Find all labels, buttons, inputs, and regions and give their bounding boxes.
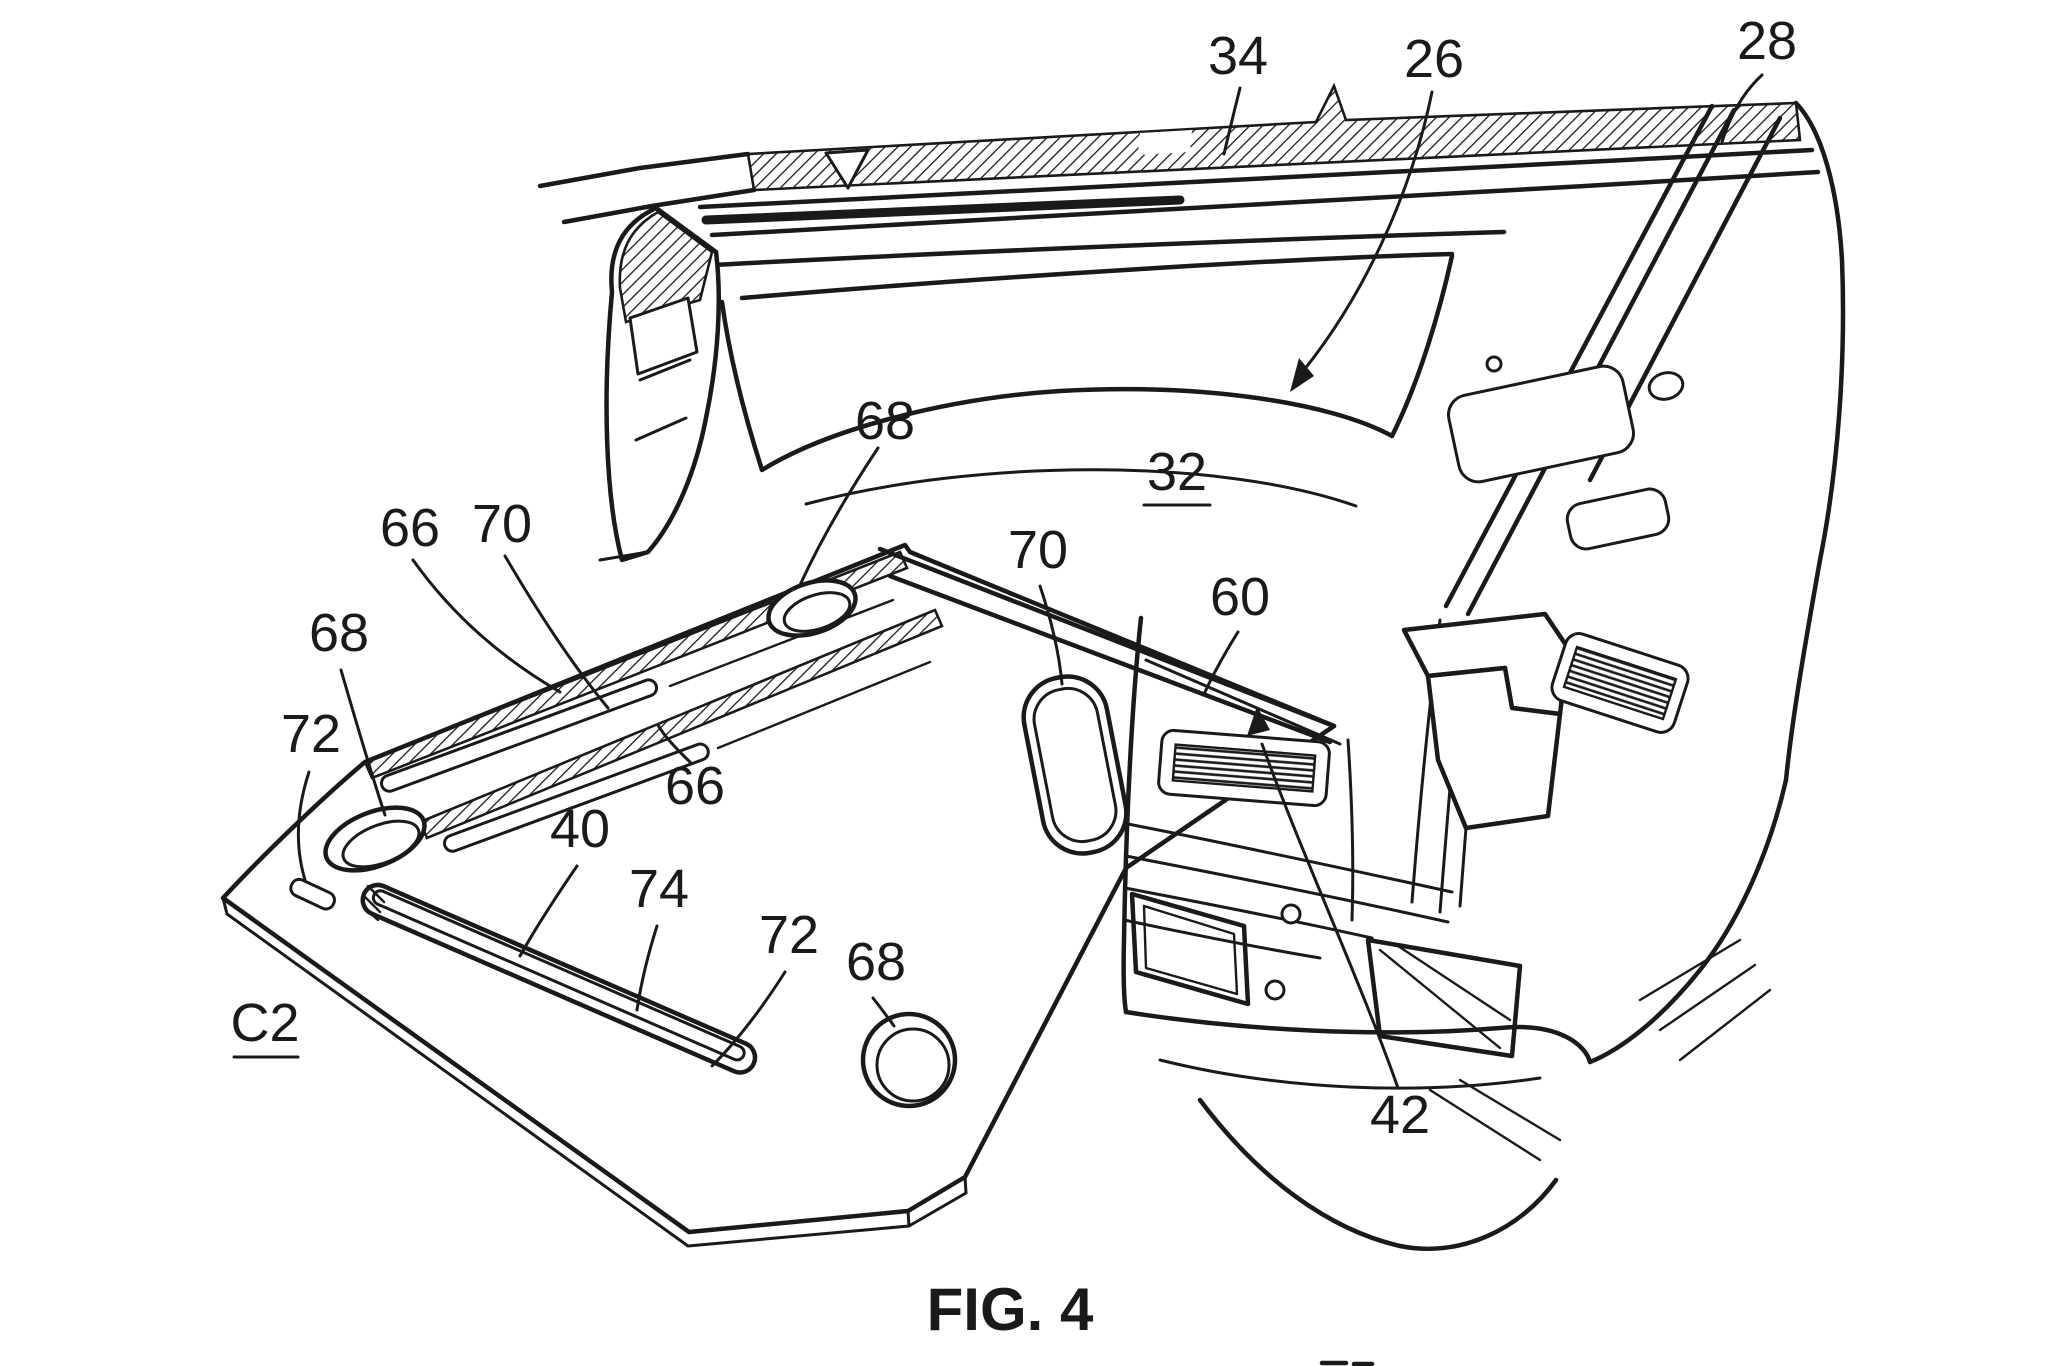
- fender-curve: [1587, 777, 1789, 1065]
- grille-left-edge: [1121, 615, 1144, 1015]
- cowl-left-end-lines: [537, 151, 757, 225]
- bottom-slot-outer: [360, 882, 758, 1075]
- bumper-top: [1123, 1009, 1593, 1065]
- cowl-vent-notch: [824, 148, 870, 190]
- right-headlight-hatch: [1562, 645, 1678, 721]
- ref-label-68-left: 68: [309, 603, 369, 663]
- leader-68-left: [339, 668, 387, 817]
- arrowhead-42: [1247, 706, 1270, 736]
- bottom-slot-inner: [371, 889, 746, 1062]
- right-bumper-pocket: [1365, 937, 1523, 1059]
- side-mirror-lower: [1425, 665, 1563, 831]
- corner-notch: [289, 877, 336, 911]
- cowl-dark-strip: [701, 195, 1185, 225]
- cowl-vent-hatch-band: [746, 82, 1802, 192]
- leader-72-bottom: [710, 970, 787, 1068]
- leader-72-left: [296, 770, 311, 882]
- leader-66-upper: [411, 558, 562, 694]
- slide-channel-lower: [716, 660, 932, 750]
- leader-70-handle: [1038, 584, 1064, 686]
- ref-label-74: 74: [629, 859, 689, 919]
- cup-hole-left-inner: [341, 819, 421, 869]
- ref-label-32: 32: [1147, 442, 1207, 502]
- handle-cutout-inner: [1032, 686, 1118, 844]
- cargo-panel: [220, 542, 1337, 1248]
- leader-68-bottom: [871, 996, 896, 1028]
- cowl-sweep-lines: [691, 147, 1821, 301]
- slide-slot-lower: [443, 742, 710, 853]
- frunk-tub-walls: [719, 253, 1455, 473]
- front-panel-edge: [1144, 658, 1342, 746]
- ref-label-66-upper: 66: [380, 498, 440, 558]
- grille-divider: [1346, 738, 1355, 922]
- left-cowl-pillar-hatch: [618, 210, 714, 324]
- body-right-edge: [1783, 100, 1846, 783]
- cargo-panel-thickness: [221, 896, 968, 1248]
- ref-label-34: 34: [1208, 26, 1268, 86]
- grille-bars: [1122, 822, 1454, 960]
- ref-label-72-bottom: 72: [759, 905, 819, 965]
- slide-channel-upper: [668, 598, 895, 688]
- ref-label-40: 40: [550, 799, 610, 859]
- arrowhead-26: [1290, 358, 1314, 392]
- sensor-dot-1: [1280, 903, 1302, 925]
- ref-label-72-left: 72: [281, 704, 341, 764]
- bottom-slot-end-hatch: [362, 884, 386, 922]
- frunk-tub-crease: [804, 468, 1358, 508]
- fog-pocket-inner: [1142, 904, 1239, 996]
- side-mirror-stem: [1458, 826, 1468, 908]
- ref-label-68-bottom: 68: [846, 932, 906, 992]
- leader-60: [1203, 630, 1240, 694]
- slide-slot-upper: [380, 678, 659, 793]
- cup-hole-bottom-outer: [860, 1011, 958, 1109]
- figure-caption: FIG. 4: [927, 1276, 1094, 1343]
- bumper-lower: [1158, 1058, 1542, 1090]
- ref-label-C2: C2: [230, 993, 299, 1053]
- ref-label-68-top: 68: [855, 391, 915, 451]
- ref-label-70-handle: 70: [1008, 520, 1068, 580]
- truck-body: [537, 82, 1846, 1065]
- leader-70-upper: [503, 554, 610, 710]
- leader-26: [1302, 90, 1434, 372]
- left-headlight-hatch: [1171, 743, 1317, 793]
- handle-cutout-outer: [1021, 674, 1129, 856]
- callout-leaders: [296, 73, 1764, 1090]
- leader-28: [1720, 73, 1764, 144]
- cowl-vent-slit: [1138, 130, 1192, 155]
- door-dot: [1485, 355, 1503, 373]
- leader-40: [518, 864, 579, 958]
- callout-labels: 34 26 28 32 68 66 70 68 72 70 60 66 40 7…: [230, 11, 1797, 1366]
- leader-74: [635, 924, 659, 1012]
- sensor-dot-2: [1264, 979, 1286, 1001]
- cup-hole-top-inner: [782, 591, 852, 633]
- left-cowl-pillar-window: [628, 296, 699, 376]
- air-dam: [1197, 1097, 1559, 1251]
- leader-42: [1260, 742, 1400, 1090]
- door-trim-panel: [1447, 364, 1635, 484]
- wheel-arch-ticks: [1638, 938, 1772, 1062]
- ref-label-70-upper: 70: [472, 494, 532, 554]
- air-dam-ticks: [1428, 1078, 1562, 1162]
- left-cowl-pillar-creases: [598, 358, 692, 562]
- ref-label-60: 60: [1210, 567, 1270, 627]
- door-lock-oval: [1647, 371, 1685, 401]
- cup-hole-bottom-inner: [875, 1027, 951, 1103]
- fog-pocket-outer: [1129, 891, 1251, 1007]
- ref-label-28: 28: [1737, 11, 1797, 71]
- ref-label-66-lower: 66: [665, 756, 725, 816]
- leader-68-top: [798, 446, 880, 587]
- leader-34: [1222, 86, 1242, 156]
- ref-label-26: 26: [1404, 29, 1464, 89]
- ref-label-42: 42: [1370, 1085, 1430, 1145]
- leader-66-lower: [656, 723, 692, 764]
- door-handle: [1565, 487, 1671, 551]
- page-edge-cut-marks: [1319, 1360, 1375, 1366]
